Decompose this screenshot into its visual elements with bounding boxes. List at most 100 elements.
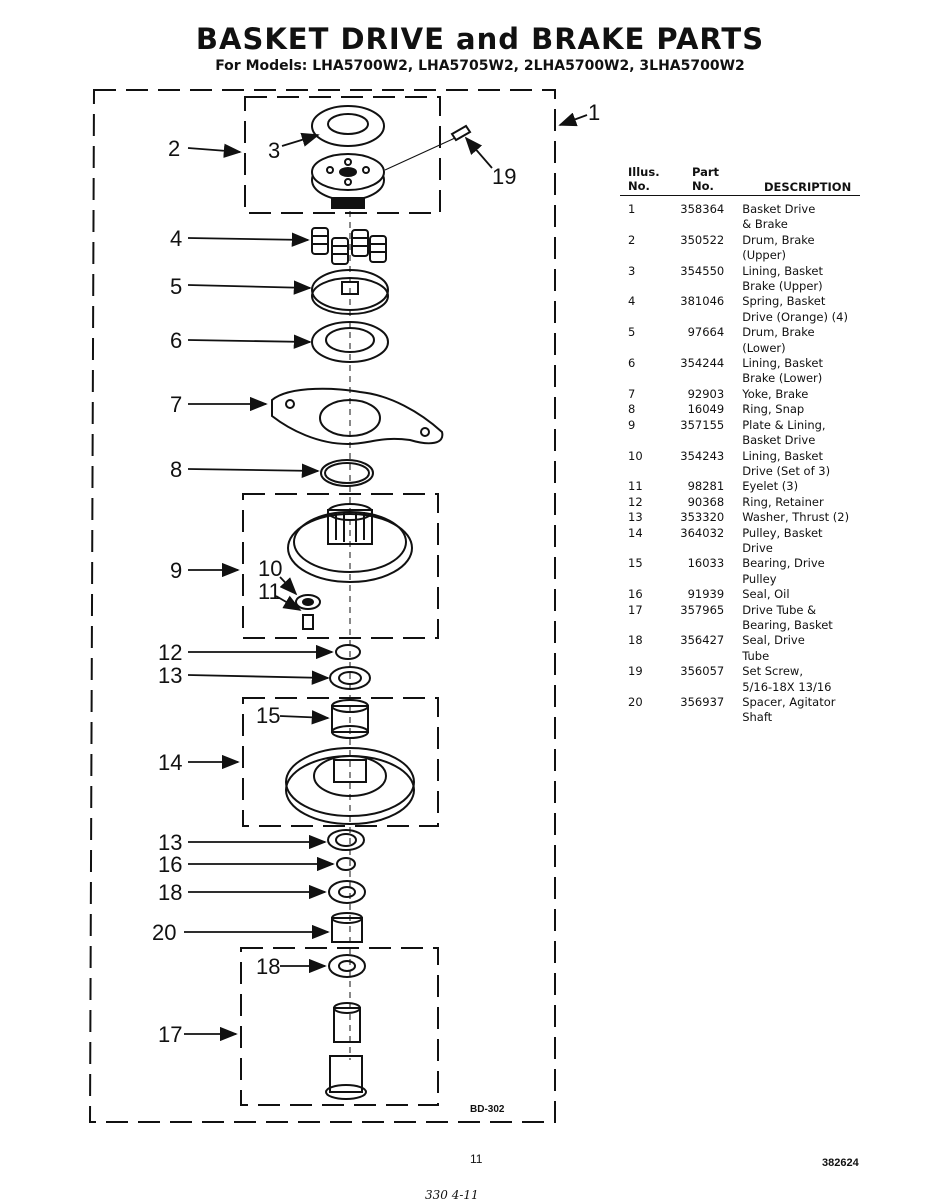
- illus-no-cell: 11: [628, 479, 643, 494]
- part-no-cell: 90368: [687, 494, 725, 509]
- part-thrust-washer-lower: [327, 829, 365, 851]
- description-cell: Seal, Drive Tube: [742, 633, 805, 663]
- part-snap-ring: [320, 459, 374, 487]
- callout-15: 15: [256, 703, 280, 728]
- part-drive-tube: [325, 1002, 367, 1100]
- page-title: BASKET DRIVE and BRAKE PARTS: [195, 22, 765, 56]
- table-row: 14 364032 Pulley, Basket Drive: [620, 526, 860, 557]
- table-row: 15 16033 Bearing, Drive Pulley: [620, 556, 860, 587]
- model-list: For Models: LHA5700W2, LHA5705W2, 2LHA57…: [215, 58, 745, 74]
- part-no-cell: 358364: [680, 202, 725, 216]
- part-no-cell: 16049: [687, 402, 725, 417]
- part-no-cell: 357965: [680, 602, 725, 617]
- part-upper-lining: [311, 105, 385, 147]
- illus-no-cell: 19: [628, 664, 643, 679]
- illus-no-cell: 6: [628, 356, 636, 371]
- callout-17: 17: [158, 1022, 182, 1047]
- callout-13-lower: 13: [158, 830, 182, 855]
- table-row: 11 98281 Eyelet (3): [620, 479, 860, 494]
- group-box-pulley: [242, 697, 439, 827]
- description-cell: Seal, Oil: [742, 587, 790, 602]
- part-eyelet: [295, 594, 321, 630]
- callout-9: 9: [170, 558, 182, 583]
- callout-10: 10: [258, 556, 282, 581]
- part-no-cell: 364032: [680, 525, 725, 540]
- callout-4: 4: [170, 226, 182, 251]
- description-cell: Plate & Lining, Basket Drive: [742, 417, 826, 448]
- description-cell: Lining, Basket Brake (Upper): [742, 263, 823, 294]
- part-yoke: [271, 387, 444, 446]
- part-no-cell: 381046: [680, 294, 725, 309]
- part-no-cell: 16033: [687, 556, 725, 571]
- illus-no-cell: 5: [628, 325, 636, 340]
- part-thrust-washer: [329, 666, 371, 690]
- part-upper-drum: [311, 153, 385, 209]
- part-no-cell: 97664: [687, 325, 725, 340]
- description-cell: Eyelet (3): [742, 479, 799, 494]
- callout-13: 13: [158, 663, 182, 688]
- part-no-cell: 356937: [680, 695, 725, 709]
- group-box-drum: [244, 96, 441, 214]
- callout-6: 6: [170, 328, 182, 353]
- part-no-cell: 356427: [680, 633, 725, 648]
- description-cell: Basket Drive & Brake: [742, 202, 816, 232]
- description-cell: Lining, Basket Drive (Set of 3): [742, 448, 831, 478]
- part-no-cell: 350522: [680, 232, 725, 247]
- callout-3: 3: [268, 138, 280, 163]
- illus-no-cell: 14: [628, 525, 643, 540]
- part-drive-tube-seal: [328, 880, 366, 904]
- table-header: Illus. No. Part No. DESCRIPTION: [620, 165, 860, 196]
- col-illus-no: Illus. No.: [628, 165, 660, 193]
- part-spacer: [331, 912, 363, 943]
- illus-no-cell: 8: [628, 402, 636, 417]
- illus-no-cell: 12: [628, 494, 643, 509]
- illus-no-cell: 9: [628, 417, 636, 432]
- callout-7: 7: [170, 392, 182, 417]
- callout-8: 8: [170, 457, 182, 482]
- description-cell: Pulley, Basket Drive: [742, 525, 823, 555]
- callout-5: 5: [170, 274, 182, 299]
- part-set-screw: [384, 124, 472, 171]
- description-cell: Ring, Retainer: [742, 494, 824, 509]
- illus-no-cell: 1: [628, 202, 636, 216]
- exploded-parts-diagram: 1 2 3 19 4 5 6 7 8 9 10 11 12 13 15 14 1…: [88, 89, 600, 1123]
- illus-no-cell: 15: [628, 556, 643, 571]
- table-row: 12 90368 Ring, Retainer: [620, 495, 860, 510]
- col-part-no: Part No.: [692, 165, 720, 193]
- illus-no-cell: 16: [628, 587, 643, 602]
- document-number: 382624: [822, 1157, 859, 1169]
- illus-no-cell: 3: [628, 263, 636, 278]
- part-no-cell: 98281: [687, 479, 725, 494]
- illus-no-cell: 2: [628, 232, 636, 247]
- callout-20: 20: [152, 920, 176, 945]
- part-lower-lining: [311, 321, 389, 363]
- part-drive-plate: [287, 503, 413, 583]
- callout-1: 1: [588, 100, 600, 125]
- callout-2: 2: [168, 136, 180, 161]
- illus-no-cell: 18: [628, 633, 643, 648]
- diagram-code: BD-302: [470, 1104, 505, 1115]
- description-cell: Spacer, Agitator Shaft: [742, 695, 836, 725]
- assembly-outline: [88, 89, 556, 1123]
- description-cell: Set Screw, 5/16-18X 13/16: [742, 664, 832, 694]
- illus-no-cell: 10: [628, 448, 643, 463]
- description-cell: Yoke, Brake: [742, 386, 809, 401]
- callout-18-lower: 18: [256, 954, 280, 979]
- callout-16: 16: [158, 852, 182, 877]
- description-cell: Spring, Basket Drive (Orange) (4): [742, 294, 848, 324]
- part-no-cell: 354243: [680, 448, 725, 463]
- part-lower-drum: [311, 269, 389, 315]
- col-description: DESCRIPTION: [764, 180, 852, 194]
- description-cell: Bearing, Drive Pulley: [742, 556, 825, 586]
